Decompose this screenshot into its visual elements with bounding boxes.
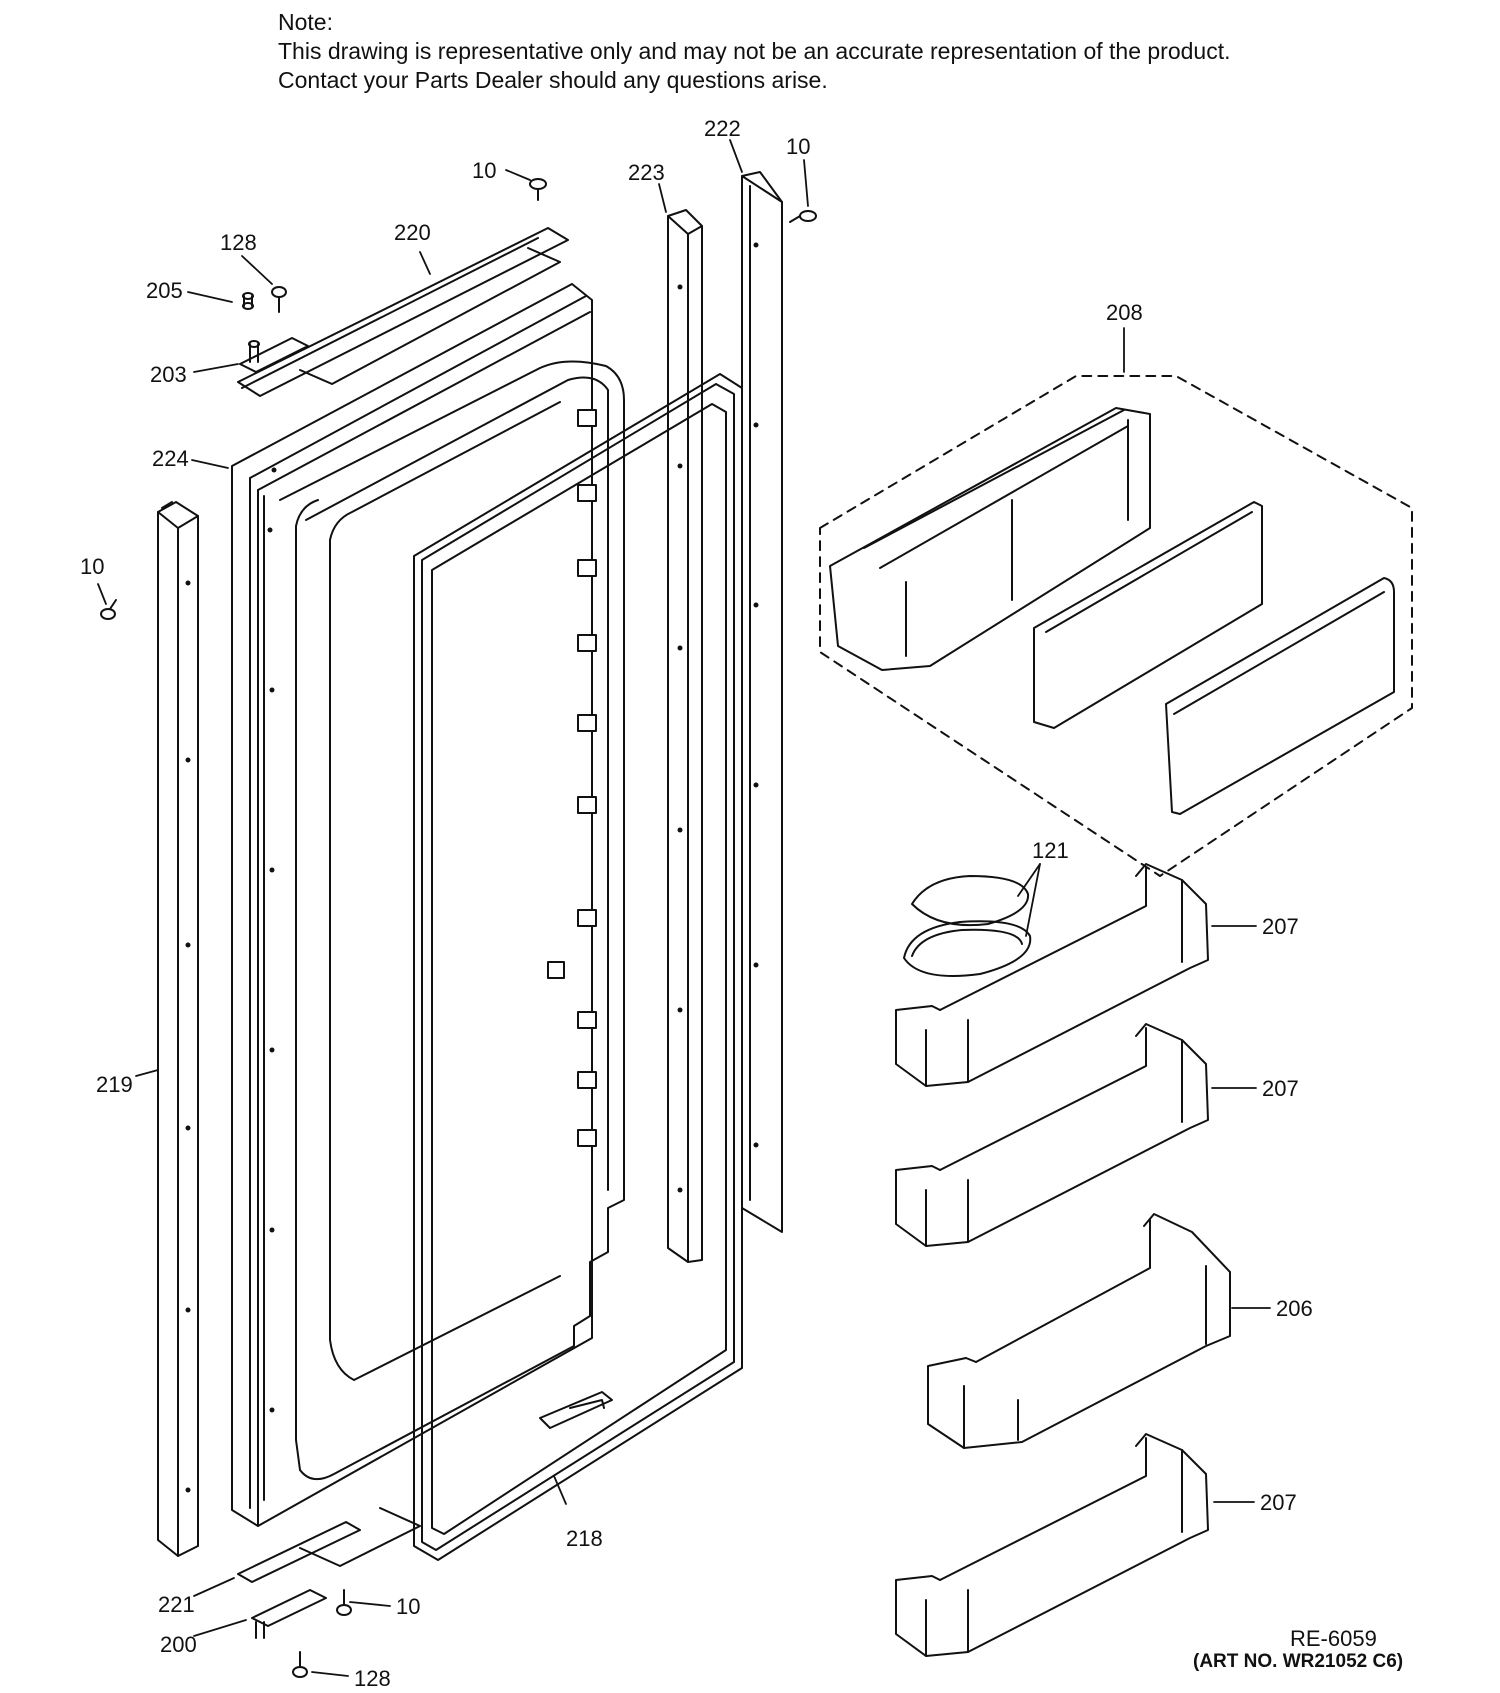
callout-labels: 10 10 222 223 128 220 205 203 224 10 219… [80, 116, 1313, 1691]
part-221-bottom-cap [237, 1507, 421, 1583]
callout-10-left: 10 [80, 554, 104, 579]
callout-221: 221 [158, 1592, 195, 1617]
part-222-vertical-strip [741, 171, 783, 1233]
callout-208: 208 [1106, 300, 1143, 325]
callout-121: 121 [1032, 838, 1069, 863]
pin-205 [242, 292, 254, 310]
note-block: Note: This drawing is representative onl… [278, 8, 1231, 95]
part-220-top-cap [237, 227, 569, 397]
callout-206: 206 [1276, 1296, 1313, 1321]
callout-205: 205 [146, 278, 183, 303]
art-number: (ART NO. WR21052 C6) [1193, 1651, 1404, 1672]
part-207-bin-a [895, 863, 1209, 1087]
callout-203: 203 [150, 362, 187, 387]
callout-10-top-right: 10 [786, 134, 810, 159]
part-206-bin [927, 1213, 1231, 1449]
door-inner-liner [279, 360, 625, 1481]
screw-10-top-right [789, 210, 817, 223]
screw-10-top [529, 178, 547, 201]
part-223-vertical-strip [667, 209, 703, 1263]
note-heading: Note: [278, 9, 333, 35]
bottom-cap-strip [539, 1391, 613, 1429]
bolt-128-top [271, 286, 287, 313]
callout-220: 220 [394, 220, 431, 245]
callout-207-b: 207 [1262, 1076, 1299, 1101]
callout-223: 223 [628, 160, 665, 185]
callout-200: 200 [160, 1632, 197, 1657]
callout-222: 222 [704, 116, 741, 141]
hinge-200 [251, 1589, 327, 1639]
bolt-128-bottom [292, 1651, 308, 1678]
callout-207-a: 207 [1262, 914, 1299, 939]
part-218-gasket [413, 373, 743, 1561]
callout-218: 218 [566, 1526, 603, 1551]
hinge-203 [239, 337, 309, 373]
leader-lines [97, 139, 1271, 1677]
part-219-trim-strip [157, 501, 199, 1557]
part-121-cups [903, 875, 1032, 977]
callout-128-bottom: 128 [354, 1666, 391, 1691]
part-207-bin-c [895, 1433, 1209, 1657]
callout-10-bottom: 10 [396, 1594, 420, 1619]
part-224-door-frame [231, 283, 593, 1527]
callout-219: 219 [96, 1072, 133, 1097]
note-line-2: Contact your Parts Dealer should any que… [278, 67, 828, 93]
screw-10-bottom [336, 1589, 352, 1616]
screw-10-left [100, 599, 117, 620]
part-207-bin-b [895, 1023, 1209, 1247]
part-208-drawer-assembly [819, 375, 1413, 877]
callout-128-top: 128 [220, 230, 257, 255]
callout-10-top: 10 [472, 158, 496, 183]
note-line-1: This drawing is representative only and … [278, 38, 1231, 64]
callout-207-c: 207 [1260, 1490, 1297, 1515]
reference-code: RE-6059 [1290, 1626, 1377, 1651]
callout-224: 224 [152, 446, 189, 471]
